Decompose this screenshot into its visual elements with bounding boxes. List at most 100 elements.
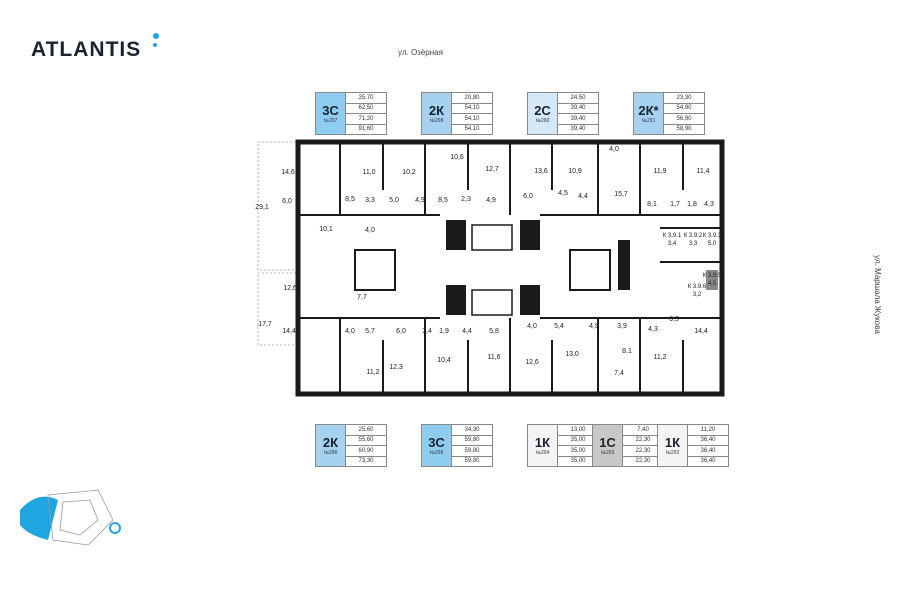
area-value: 35,00	[558, 446, 598, 457]
storage-highlight	[706, 270, 718, 290]
area-value: 71,20	[346, 114, 386, 125]
storage-area: 3,3	[688, 241, 698, 247]
room-area: 3,3	[365, 197, 375, 204]
room-area: 4,3	[648, 326, 658, 333]
room-area: 8,5	[438, 197, 448, 204]
area-value: 62,50	[346, 104, 386, 114]
logo-dot	[153, 33, 159, 39]
area-value: 59,80	[452, 436, 492, 446]
area-value: 59,80	[464, 458, 480, 465]
storage-name: К 3.9.2	[683, 233, 703, 239]
room-area: 1,8	[687, 201, 697, 208]
storage-room[interactable]: К 3.9.2 3,3	[684, 232, 703, 248]
area-value: 34,30	[452, 425, 492, 436]
area-value: 39,40	[570, 126, 586, 133]
room-area: 4,0	[609, 146, 619, 153]
area-value: 7,40	[623, 425, 663, 436]
room-area: 14,4	[694, 328, 708, 335]
room-area: 10,1	[319, 226, 333, 233]
apartment-number: №298	[429, 118, 444, 124]
room-area: 12,6	[525, 359, 539, 366]
room-area: 5,4	[554, 323, 564, 330]
room-area: 1,7	[670, 201, 680, 208]
room-area: 11,0	[362, 169, 376, 176]
area-value: 22,30	[623, 446, 663, 457]
room-area: 5,7	[365, 328, 375, 335]
room-area: 4,9	[486, 197, 496, 204]
area-value: 55,60	[346, 436, 386, 446]
apartment-number: №296	[323, 450, 338, 456]
storage-room[interactable]: К 3.9.3 5,0	[703, 232, 722, 248]
area-value: 58,90	[676, 126, 692, 133]
room-area: 7,4	[614, 370, 624, 377]
apartment-number: №290	[535, 118, 550, 124]
room-area: 4,9	[589, 323, 599, 330]
room-area: 11,6	[487, 354, 501, 361]
room-area: 4,4	[578, 193, 588, 200]
room-area: 4,5	[558, 190, 568, 197]
area-value: 13,00	[558, 425, 598, 436]
area-value: 91,60	[358, 126, 374, 133]
room-area: 6,0	[282, 198, 292, 205]
room-area: 4,9	[415, 197, 425, 204]
storage-area: 5,0	[707, 241, 717, 247]
room-area: 8,5	[345, 196, 355, 203]
area-value: 54,10	[452, 104, 492, 114]
room-area: 8,1	[647, 201, 657, 208]
area-value: 73,30	[358, 458, 374, 465]
room-area: 12,7	[485, 166, 499, 173]
street-label-top: ул. Озёрная	[398, 48, 443, 57]
room-area: 4,0	[345, 328, 355, 335]
apartment-label: 2К*№291	[634, 93, 664, 134]
apartment-type: 2К	[428, 103, 445, 118]
room-area: 11,4	[696, 168, 710, 175]
area-value: 35,00	[558, 436, 598, 446]
room-area: 17,7	[258, 321, 272, 328]
storage-name: К 3.9.3	[702, 233, 722, 239]
area-value: 36,40	[700, 458, 716, 465]
room-area: 13,0	[565, 351, 579, 358]
area-value: 54,10	[464, 126, 480, 133]
location-marker-icon	[109, 522, 121, 534]
room-area: 1,9	[439, 328, 449, 335]
area-value: 35,00	[570, 458, 586, 465]
area-value: 39,40	[558, 104, 598, 114]
apartment-number: №292	[665, 450, 680, 456]
apartment-number: №294	[535, 450, 550, 456]
brand-logo: ATLANTIS	[31, 38, 142, 61]
area-value: 59,80	[452, 446, 492, 457]
room-area: 13,6	[534, 168, 548, 175]
room-area: 11,2	[366, 369, 380, 376]
elevator	[471, 224, 513, 251]
room-area: 4,0	[527, 323, 537, 330]
room-area: 10,2	[402, 169, 416, 176]
room-area: 6,0	[523, 193, 533, 200]
room-area: 3,9	[617, 323, 627, 330]
area-value: 36,40	[688, 446, 728, 457]
room-area: 5,0	[389, 197, 399, 204]
